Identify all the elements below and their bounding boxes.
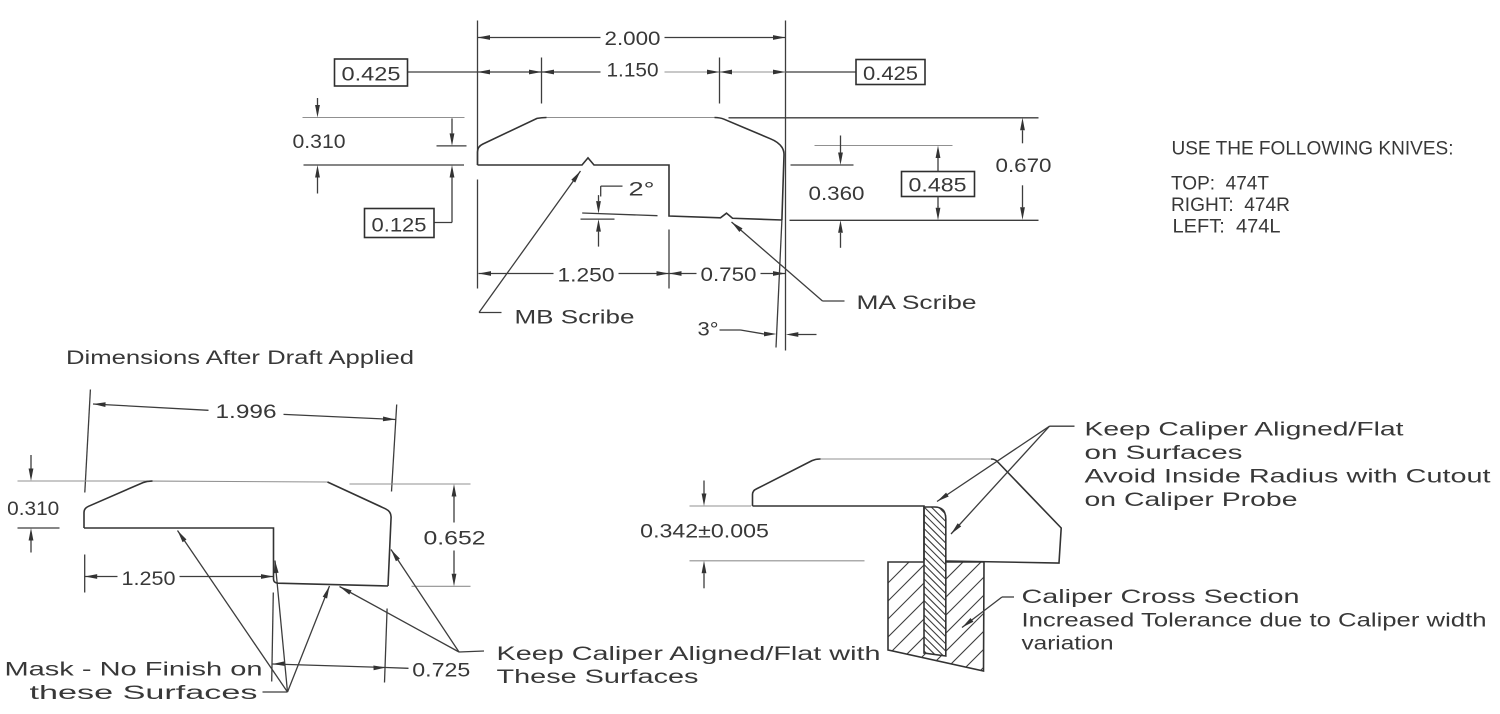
svg-text:1.996: 1.996 (216, 402, 277, 423)
svg-text:TOP: 474T: TOP: 474T (1171, 174, 1269, 195)
svg-text:MA Scribe: MA Scribe (857, 293, 977, 314)
svg-text:0.310: 0.310 (293, 132, 346, 153)
svg-text:1.150: 1.150 (607, 61, 659, 82)
svg-text:Keep Caliper Aligned/Flat with: Keep Caliper Aligned/Flat with (497, 644, 881, 665)
svg-text:0.425: 0.425 (342, 65, 401, 86)
svg-text:0.670: 0.670 (996, 156, 1052, 177)
svg-text:2°: 2° (629, 180, 655, 201)
svg-text:Dimensions After Draft Applied: Dimensions After Draft Applied (66, 348, 414, 369)
svg-text:0.750: 0.750 (701, 265, 757, 286)
svg-text:0.485: 0.485 (909, 176, 967, 197)
svg-text:0.725: 0.725 (412, 661, 470, 682)
svg-text:1.250: 1.250 (558, 266, 615, 287)
svg-text:0.360: 0.360 (809, 184, 865, 205)
svg-text:3°: 3° (698, 320, 719, 341)
svg-text:Keep Caliper Aligned/Flat: Keep Caliper Aligned/Flat (1085, 420, 1405, 441)
svg-text:0.310: 0.310 (7, 499, 59, 520)
svg-text:0.652: 0.652 (424, 529, 486, 550)
svg-text:these Surfaces: these Surfaces (30, 683, 258, 704)
svg-text:USE THE FOLLOWING KNIVES:: USE THE FOLLOWING KNIVES: (1172, 139, 1454, 160)
svg-text:Mask - No Finish on: Mask - No Finish on (5, 660, 263, 681)
svg-text:Caliper Cross Section: Caliper Cross Section (1022, 587, 1300, 608)
svg-text:0.125: 0.125 (372, 216, 427, 237)
svg-text:on Surfaces: on Surfaces (1085, 443, 1243, 464)
svg-text:Increased Tolerance due to Cal: Increased Tolerance due to Caliper width (1022, 611, 1487, 632)
svg-text:Avoid Inside Radius with Cutou: Avoid Inside Radius with Cutout (1085, 467, 1492, 488)
svg-text:These Surfaces: These Surfaces (497, 667, 699, 688)
svg-text:1.250: 1.250 (122, 569, 176, 590)
svg-text:2.000: 2.000 (605, 29, 661, 50)
svg-text:0.342±0.005: 0.342±0.005 (640, 522, 769, 543)
svg-text:on Caliper Probe: on Caliper Probe (1085, 490, 1298, 511)
svg-text:RIGHT: 474R: RIGHT: 474R (1171, 195, 1290, 216)
svg-text:0.425: 0.425 (863, 64, 918, 85)
svg-text:LEFT: 474L: LEFT: 474L (1173, 217, 1281, 238)
svg-text:MB Scribe: MB Scribe (515, 308, 635, 329)
svg-text:variation: variation (1022, 634, 1114, 655)
